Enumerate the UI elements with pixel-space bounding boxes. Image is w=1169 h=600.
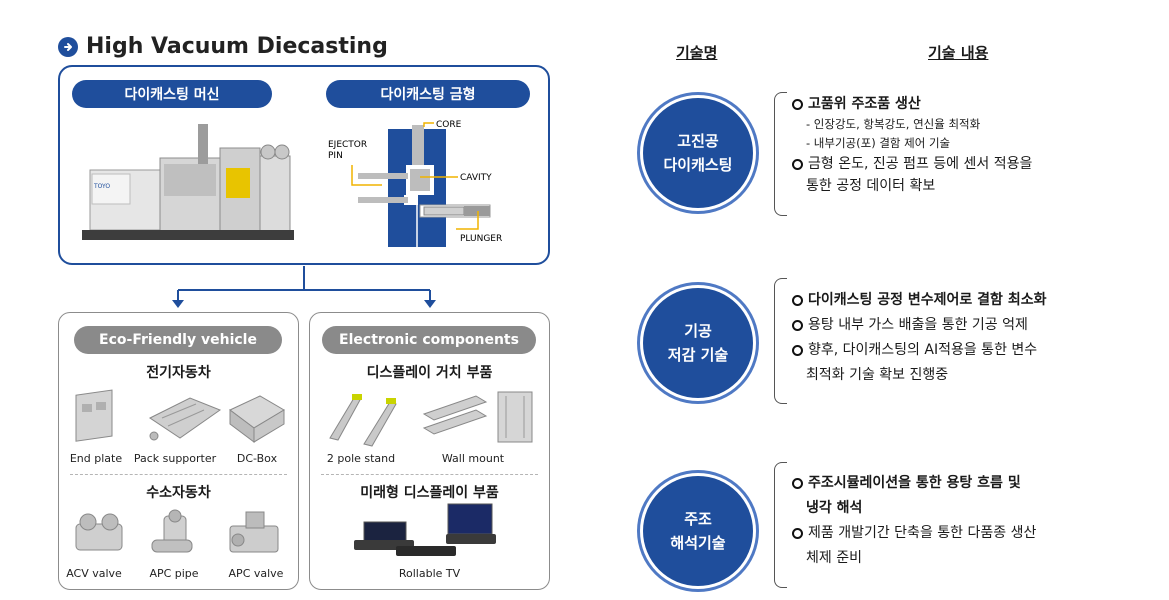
column-header-tech-content: 기술 내용 — [928, 44, 989, 62]
core-label: CORE — [436, 120, 462, 130]
tech2-bullet3: 향후, 다이캐스팅의 AI적용을 통한 변수 — [808, 342, 1038, 358]
tech1-bracket — [774, 92, 787, 216]
tech-circle-porosity-reduction: 기공 저감 기술 — [643, 288, 753, 398]
column-header-tech-name: 기술명 — [676, 44, 718, 62]
ev-parts-images — [75, 389, 285, 443]
split-connector — [172, 266, 436, 308]
tech-name-line1: 고진공 — [677, 132, 719, 150]
tech2-content: 다이캐스팅 공정 변수제어로 결함 최소화 용탕 내부 가스 배출을 통한 기공… — [792, 288, 1046, 388]
ev-item-end-plate: End plate — [69, 452, 123, 465]
page-title: High Vacuum Diecasting — [58, 34, 388, 59]
pole-stand-image — [329, 394, 397, 447]
mount-item-2-pole-stand: 2 pole stand — [326, 452, 396, 465]
electronic-divider — [321, 474, 538, 475]
electronic-components-box — [309, 312, 550, 590]
apc-valve-image — [229, 511, 279, 553]
tech3-bullet2: 제품 개발기간 단축을 통한 다품종 생산 — [808, 525, 1037, 541]
tech3-bullet1-cont: 냉각 해석 — [806, 500, 863, 516]
rollable-tv-image — [354, 503, 496, 556]
tech1-bullet2: 금형 온도, 진공 펌프 등에 센서 적용을 — [808, 156, 1033, 172]
hydrogen-parts-images — [75, 509, 279, 553]
machine-label: 다이캐스팅 머신 — [72, 80, 272, 108]
dc-box-image — [229, 395, 285, 443]
apc-pipe-image — [151, 509, 193, 553]
electronic-components-header: Electronic components — [322, 326, 536, 354]
bullet-icon — [792, 345, 803, 356]
bullet-icon — [792, 320, 803, 331]
tech1-bullet2-cont: 통한 공정 데이터 확보 — [806, 178, 936, 194]
h2-item-apc-valve: APC valve — [228, 567, 284, 580]
tech-name-line2: 다이캐스팅 — [663, 156, 733, 174]
arrow-down-left-icon — [172, 300, 184, 308]
ejector-pin-label-line2: PIN — [328, 151, 343, 161]
h2-item-apc-pipe: APC pipe — [149, 567, 199, 580]
tech3-bracket — [774, 462, 787, 588]
tech3-content: 주조시뮬레이션을 통한 용탕 흐름 및 냉각 해석 제품 개발기간 단축을 통한… — [792, 471, 1036, 571]
wall-mount-image — [422, 391, 533, 443]
tech-name-line1: 주조 — [684, 510, 712, 528]
tech2-bullet1: 다이캐스팅 공정 변수제어로 결함 최소화 — [808, 292, 1047, 308]
tech1-bullet1: 고품위 주조품 생산 — [808, 96, 921, 112]
page-title-text: High Vacuum Diecasting — [86, 34, 388, 59]
tech3-bullet2-cont: 체제 준비 — [806, 550, 862, 566]
future-display-title: 미래형 디스플레이 부품 — [360, 485, 499, 501]
eco-vehicle-header: Eco-Friendly vehicle — [74, 326, 282, 354]
display-mount-title: 디스플레이 거치 부품 — [366, 365, 493, 381]
mold-cross-section-diagram: CORE EJECTOR PIN CAVITY PLUNGER — [328, 120, 502, 247]
tech-name-line2: 해석기술 — [670, 534, 726, 552]
mount-item-wall-mount: Wall mount — [441, 452, 505, 465]
plunger-label: PLUNGER — [460, 234, 502, 244]
ejector-pin-label-line1: EJECTOR — [328, 140, 367, 150]
tech2-bracket — [774, 278, 787, 404]
tech3-bullet1: 주조시뮬레이션을 통한 용탕 흐름 및 — [808, 475, 1021, 491]
future-item-rollable-tv: Rollable TV — [398, 567, 461, 580]
ev-item-pack-supporter: Pack supporter — [133, 452, 217, 465]
display-mount-images — [329, 391, 533, 447]
bullet-icon — [792, 295, 803, 306]
bullet-icon — [792, 478, 803, 489]
diecasting-machine-image: TOYO — [82, 124, 294, 240]
acv-valve-image — [75, 513, 123, 551]
ev-item-dc-box: DC-Box — [236, 452, 278, 465]
tech2-bullet2: 용탕 내부 가스 배출을 통한 기공 억제 — [808, 317, 1028, 333]
electric-vehicle-title: 전기자동차 — [146, 365, 211, 381]
bullet-icon — [792, 528, 803, 539]
pack-supporter-image — [149, 397, 222, 441]
arrow-down-right-icon — [424, 300, 436, 308]
tech-circle-casting-analysis: 주조 해석기술 — [643, 476, 753, 586]
tech2-bullet3-cont: 최적화 기술 확보 진행중 — [806, 367, 949, 383]
tech-name-line1: 기공 — [684, 322, 712, 340]
eco-divider — [70, 474, 287, 475]
mold-label: 다이캐스팅 금형 — [326, 80, 530, 108]
h2-item-acv-valve: ACV valve — [66, 567, 122, 580]
end-plate-image — [75, 389, 113, 442]
tech1-sub2: - 내부기공(포) 결함 제어 기술 — [806, 136, 951, 150]
cavity-label: CAVITY — [460, 173, 492, 183]
hydrogen-vehicle-title: 수소자동차 — [146, 485, 211, 501]
tech-name-line2: 저감 기술 — [667, 346, 729, 364]
bullet-icon — [792, 158, 803, 170]
tech-circle-high-vacuum: 고진공 다이캐스팅 — [643, 98, 753, 208]
machine-brand-plate: TOYO — [93, 183, 110, 190]
tech1-content: 고품위 주조품 생산 - 인장강도, 항복강도, 연신율 최적화 - 내부기공(… — [792, 93, 1032, 197]
arrow-right-circle-icon — [58, 36, 78, 57]
tech1-sub1: - 인장강도, 항복강도, 연신율 최적화 — [806, 117, 981, 131]
bullet-icon — [792, 98, 803, 110]
